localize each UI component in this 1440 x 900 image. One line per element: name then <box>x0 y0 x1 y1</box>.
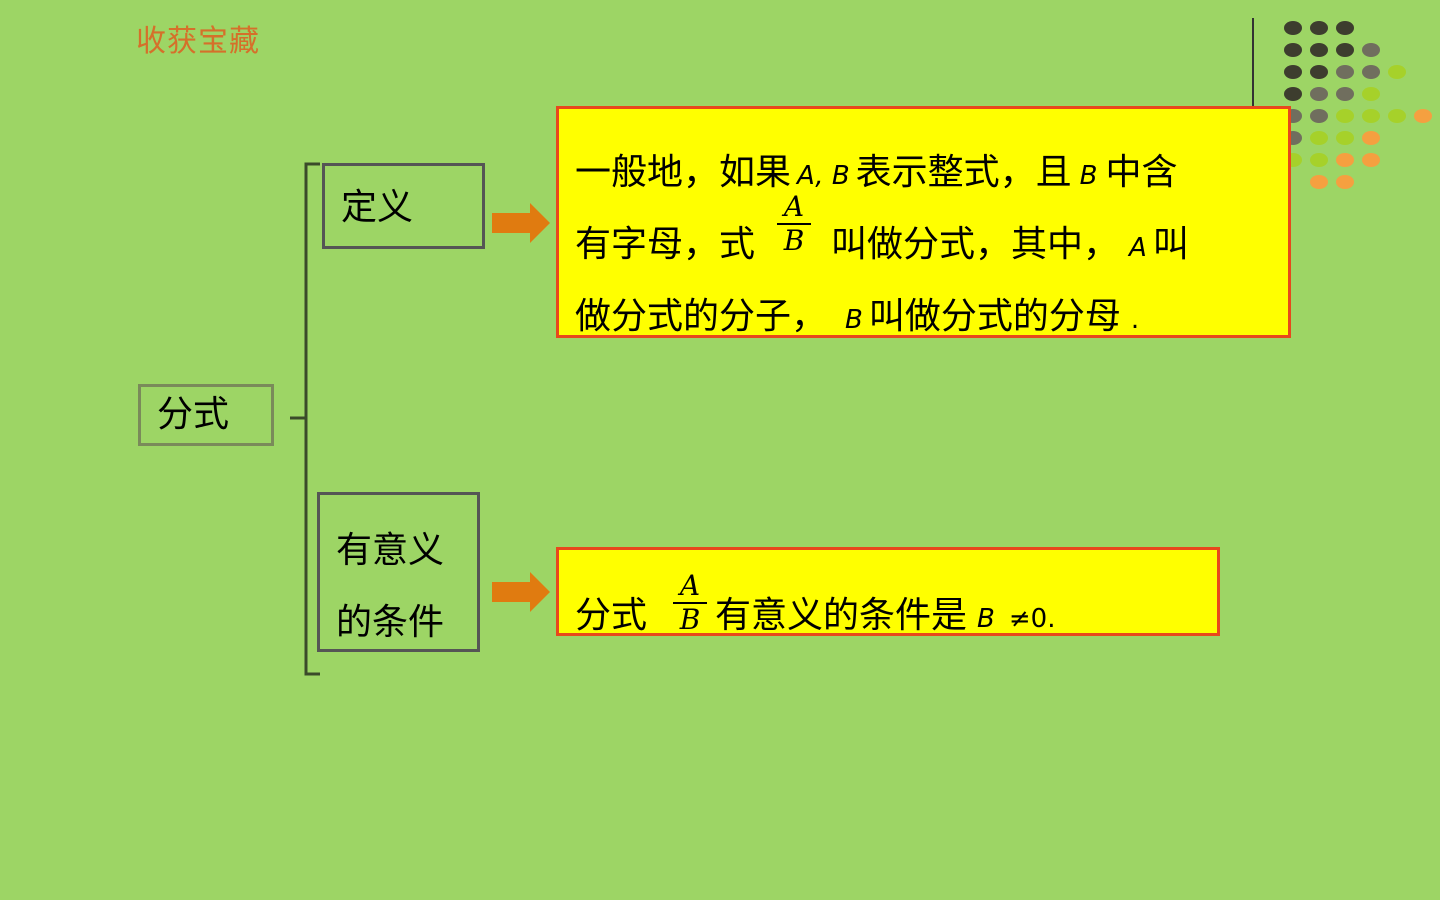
root-concept-box: 分式 <box>138 384 274 446</box>
decorative-dot <box>1336 109 1354 123</box>
condition-label-line1: 有意义 <box>336 530 445 571</box>
decorative-dot <box>1284 43 1302 57</box>
decorative-dot <box>1284 87 1302 101</box>
fraction-numerator: A <box>679 569 701 602</box>
variable-b: B <box>1079 161 1098 191</box>
variable-a: A <box>1129 233 1147 263</box>
fraction-denominator: B <box>783 224 805 257</box>
curly-brace-icon <box>290 162 320 676</box>
not-equal-zero: ≠0. <box>1008 604 1056 634</box>
decorative-dot <box>1336 65 1354 79</box>
decorative-dot <box>1362 131 1380 145</box>
decorative-dot <box>1388 65 1406 79</box>
definition-text: 叫做分式的分母 <box>868 296 1121 337</box>
definition-text: 有字母，式 <box>575 224 756 265</box>
arrow-right-icon <box>492 572 550 612</box>
decorative-dot <box>1310 109 1328 123</box>
condition-label-line2: 的条件 <box>336 602 445 643</box>
fraction-denominator: B <box>679 603 701 636</box>
decorative-dot <box>1310 65 1328 79</box>
decorative-dot <box>1362 87 1380 101</box>
decorative-dot <box>1336 153 1354 167</box>
variable-ab: A, B <box>797 161 850 191</box>
decorative-dot <box>1362 109 1380 123</box>
decorative-dot <box>1284 65 1302 79</box>
definition-text: 叫 <box>1152 224 1189 265</box>
decorative-dot <box>1362 43 1380 57</box>
condition-text-box: 分式 有意义的条件是 B ≠0. A B <box>556 547 1220 636</box>
decorative-dot <box>1310 21 1328 35</box>
decorative-dot <box>1336 175 1354 189</box>
decorative-dot <box>1362 153 1380 167</box>
definition-text: 中含 <box>1105 152 1178 193</box>
condition-line: 分式 有意义的条件是 B ≠0. <box>575 586 1055 638</box>
fraction-a-over-b: A B <box>777 193 811 255</box>
decorative-dot <box>1310 175 1328 189</box>
decorative-dot <box>1336 21 1354 35</box>
condition-box: 有意义 的条件 <box>317 492 480 652</box>
arrow-right-icon <box>492 203 550 243</box>
variable-b: B <box>977 604 995 634</box>
decorative-dot <box>1336 87 1354 101</box>
decorative-divider <box>1252 18 1254 108</box>
period: . <box>1130 305 1140 335</box>
decorative-dot <box>1336 43 1354 57</box>
definition-text: 表示整式，且 <box>855 152 1072 193</box>
decorative-dot <box>1388 109 1406 123</box>
decorative-dot <box>1362 65 1380 79</box>
decorative-dot <box>1284 21 1302 35</box>
variable-b: B <box>845 305 863 335</box>
decorative-dot <box>1310 131 1328 145</box>
condition-text: 分式 <box>575 595 648 636</box>
decorative-dot <box>1310 43 1328 57</box>
definition-label: 定义 <box>341 187 414 228</box>
fraction-a-over-b: A B <box>673 572 707 634</box>
decorative-dot <box>1310 153 1328 167</box>
decorative-dot <box>1414 109 1432 123</box>
decorative-dot <box>1310 87 1328 101</box>
root-concept-label: 分式 <box>157 394 230 435</box>
slide-header-title: 收获宝藏 <box>136 24 260 59</box>
decorative-dot <box>1336 131 1354 145</box>
condition-text: 有意义的条件是 <box>715 595 968 636</box>
definition-text: 叫做分式，其中， <box>831 224 1120 265</box>
fraction-numerator: A <box>783 190 805 223</box>
definition-text: 一般地，如果 <box>575 152 792 193</box>
definition-box: 定义 <box>322 163 485 249</box>
definition-text: 做分式的分子， <box>575 296 828 337</box>
